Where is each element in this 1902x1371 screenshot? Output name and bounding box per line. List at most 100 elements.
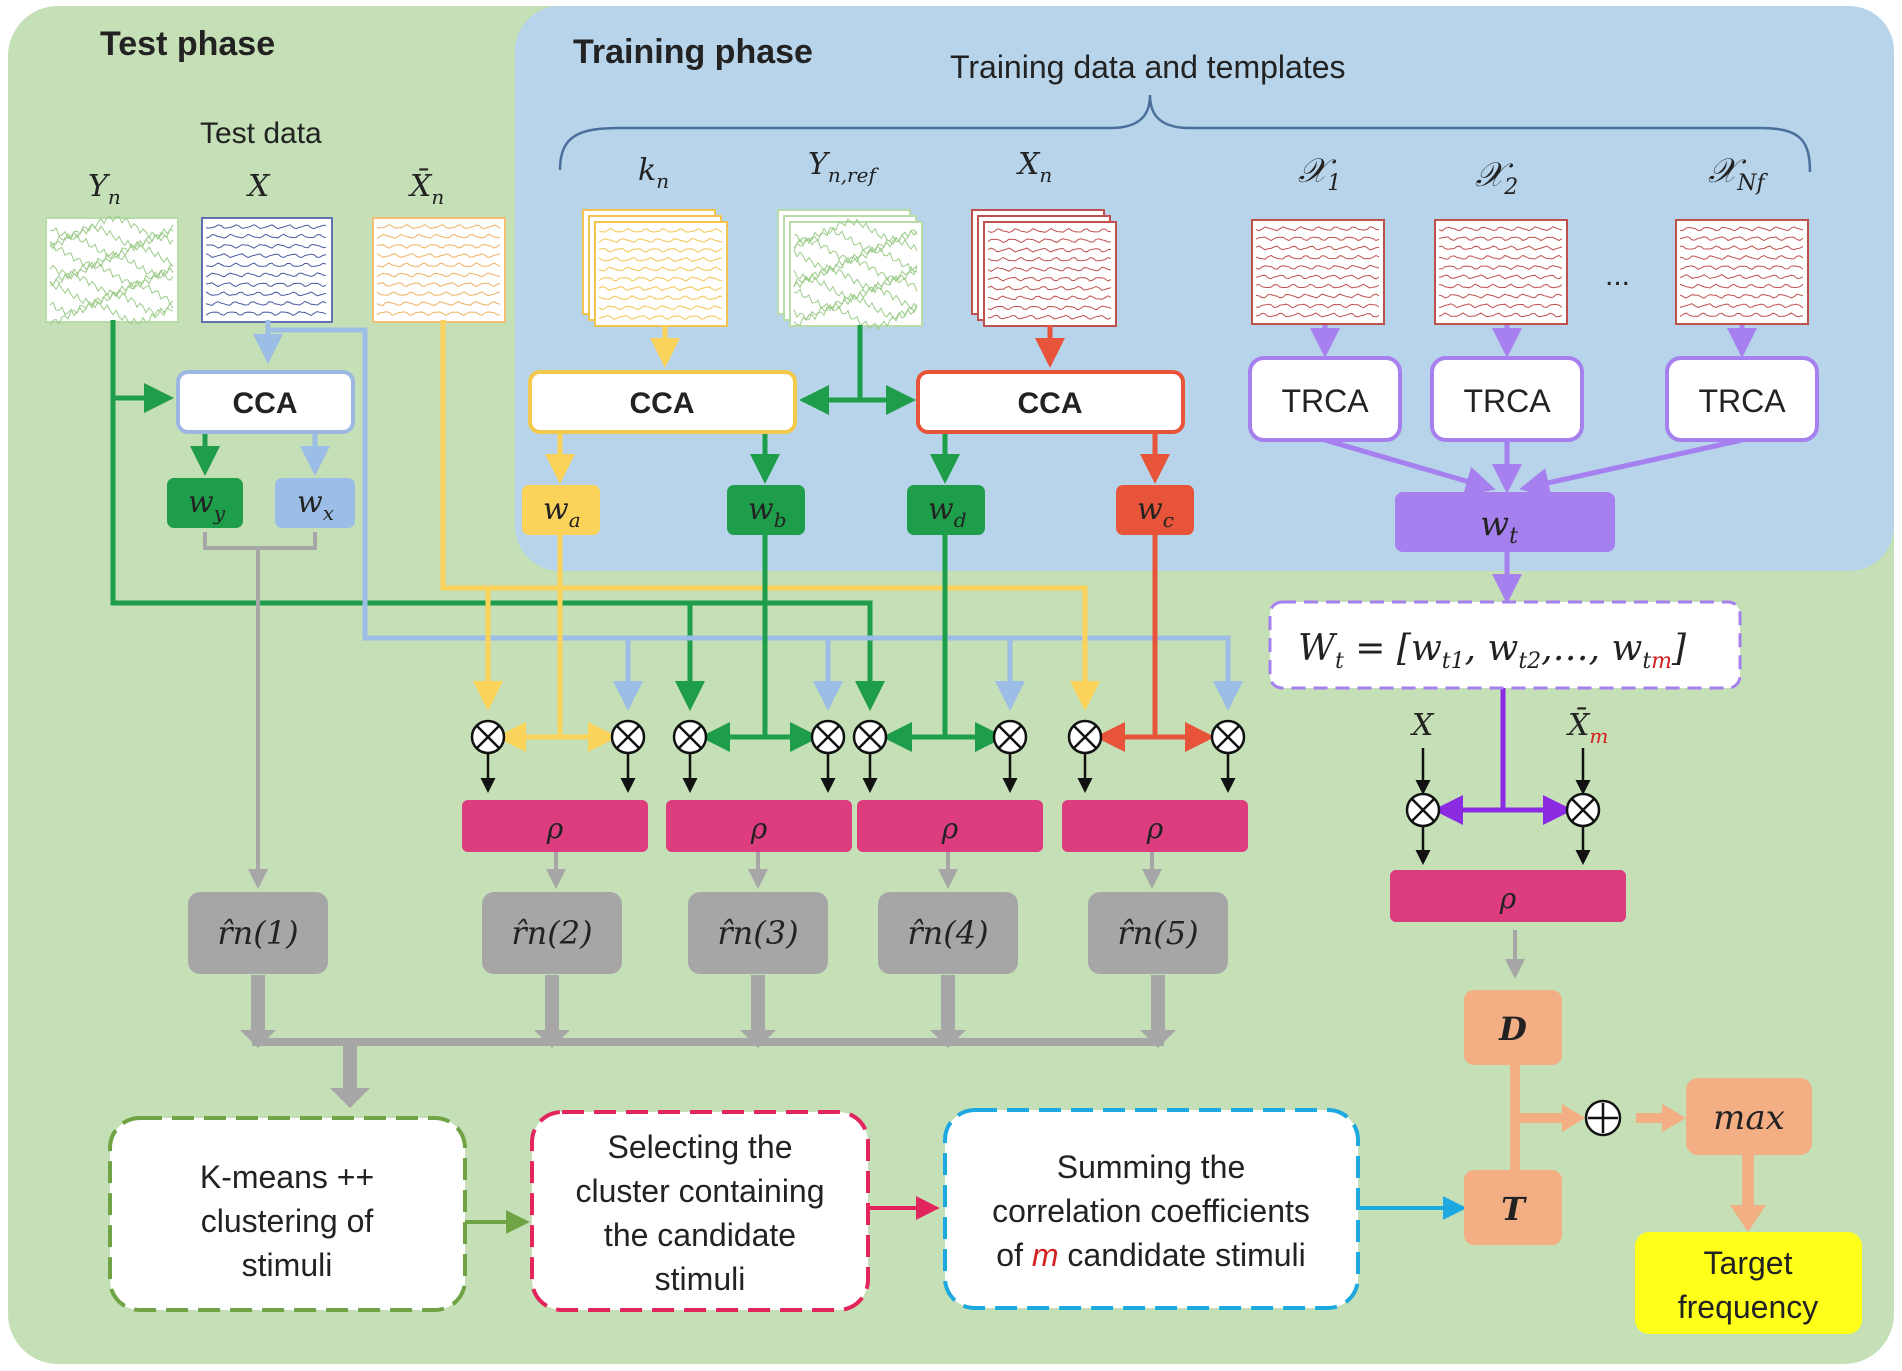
r-hat-5: r̂n(5) — [1088, 892, 1228, 974]
training-phase-title: Training phase — [573, 33, 813, 71]
weight-wd: wd — [907, 485, 985, 535]
trca-1: TRCA — [1248, 356, 1402, 442]
weight-wb: wb — [727, 485, 805, 535]
svg-text:frequency: frequency — [1678, 1289, 1819, 1325]
otimes-8 — [1210, 719, 1246, 755]
svg-text:wy: wy — [188, 485, 226, 525]
svg-text:CCA: CCA — [1018, 387, 1083, 420]
thumbnail-template-nf — [1675, 219, 1809, 325]
rho-1: ρ — [462, 800, 648, 852]
svg-text:r̂n(2): r̂n(2) — [511, 914, 592, 952]
product-connectors — [480, 748, 1591, 865]
trca-2: TRCA — [1430, 356, 1584, 442]
thumbnail-xn — [971, 209, 1117, 327]
svg-text:wc: wc — [1137, 492, 1174, 532]
target-frequency: Target frequency — [1635, 1232, 1862, 1334]
input-label-kn: kn — [638, 153, 669, 193]
cca-train-1: CCA — [528, 370, 797, 434]
svg-text:Target: Target — [1704, 1245, 1793, 1281]
template-label-2: 𝒳2 — [1475, 155, 1518, 200]
svg-text:wa: wa — [543, 492, 581, 532]
otimes-10 — [1565, 792, 1601, 828]
otimes-6 — [992, 719, 1028, 755]
training-connectors — [190, 325, 1757, 604]
gray-connectors — [203, 532, 1525, 1090]
svg-text:T: T — [1501, 1190, 1527, 1228]
orange-connectors — [1510, 1065, 1754, 1210]
svg-text:r̂n(5): r̂n(5) — [1117, 914, 1198, 952]
svg-text:stimuli: stimuli — [242, 1247, 333, 1283]
input-label-yref: Yn,ref — [808, 147, 879, 187]
product-operators — [470, 719, 1601, 828]
trca-nf: TRCA — [1665, 356, 1819, 442]
sum-coefficients-box: Summing the correlation coefficients of … — [943, 1108, 1360, 1310]
thumbnail-yn — [45, 215, 179, 327]
weight-wa: wa — [522, 485, 600, 535]
correlation-boxes: r̂n(1)r̂n(2)r̂n(3)r̂n(4)r̂n(5) — [188, 892, 1228, 974]
svg-text:wt: wt — [1480, 504, 1518, 549]
otimes-2 — [610, 719, 646, 755]
thumbnail-kn — [582, 209, 728, 327]
otimes-5 — [852, 719, 888, 755]
kmeans-box: K-means ++ clustering of stimuli — [108, 1116, 467, 1312]
right-x-label: X — [1410, 708, 1435, 743]
test-phase-title: Test phase — [100, 25, 275, 63]
template-ellipsis: ... — [1605, 259, 1630, 292]
thumbnail-template-1 — [1251, 219, 1385, 325]
weight-wx: wx — [275, 478, 355, 528]
rho-5: ρ — [1390, 870, 1626, 922]
otimes-3 — [672, 719, 708, 755]
rho-3: ρ — [857, 800, 1043, 852]
thumbnail-x — [201, 217, 333, 323]
svg-text:K-means ++: K-means ++ — [200, 1159, 374, 1195]
r-hat-1: r̂n(1) — [188, 892, 328, 974]
weight-connectors — [496, 532, 1215, 752]
svg-text:ρ: ρ — [546, 812, 564, 845]
weight-wt: wt — [1395, 492, 1615, 552]
otimes-4 — [810, 719, 846, 755]
input-label-xn: Xn — [1016, 147, 1052, 187]
sum-operator — [1584, 1099, 1622, 1137]
svg-text:CCA: CCA — [630, 387, 695, 420]
thumbnail-template-2 — [1434, 219, 1568, 325]
t-box: T — [1464, 1170, 1562, 1245]
r-hat-4: r̂n(4) — [878, 892, 1018, 974]
sum-box-line-3: of m candidate stimuli — [996, 1237, 1305, 1273]
otimes-9 — [1405, 792, 1441, 828]
svg-text:wb: wb — [748, 492, 787, 532]
svg-text:D: D — [1498, 1010, 1527, 1048]
signal-thumbnails — [45, 209, 1809, 331]
weight-wy: wy — [167, 478, 243, 528]
svg-text:ρ: ρ — [941, 812, 959, 845]
cca-train-2: CCA — [916, 370, 1185, 434]
svg-text:ρ: ρ — [1499, 882, 1517, 915]
rho-2: ρ — [666, 800, 852, 852]
svg-text:TRCA: TRCA — [1281, 383, 1369, 419]
svg-text:wx: wx — [297, 485, 334, 525]
svg-text:r̂n(4): r̂n(4) — [907, 914, 988, 952]
svg-text:the candidate: the candidate — [604, 1217, 796, 1253]
right-xm-label: X̄m — [1566, 707, 1608, 748]
svg-text:Summing the: Summing the — [1057, 1149, 1246, 1185]
training-brace — [558, 94, 1812, 173]
training-data-header: Training data and templates — [950, 49, 1346, 85]
svg-text:max: max — [1713, 1098, 1785, 1138]
svg-text:wd: wd — [928, 492, 967, 532]
input-label-yn: Yn — [88, 169, 121, 209]
thumbnail-yref — [777, 209, 923, 331]
input-label-x: X — [246, 169, 271, 204]
svg-text:CCA: CCA — [233, 387, 298, 420]
thumbnail-xbar-n — [372, 217, 506, 323]
input-label-xbar-n: X̄n — [408, 168, 444, 209]
test-connectors — [110, 320, 1243, 711]
d-box: D — [1464, 990, 1562, 1065]
otimes-7 — [1067, 719, 1103, 755]
svg-text:Selecting the: Selecting the — [607, 1129, 792, 1165]
svg-text:TRCA: TRCA — [1698, 383, 1786, 419]
max-box: max — [1686, 1078, 1812, 1155]
svg-text:r̂n(1): r̂n(1) — [217, 914, 298, 952]
cca-test: CCA — [176, 370, 355, 434]
wt-matrix: Wt = [wt1, wt2,…, wtm] — [1268, 600, 1742, 690]
